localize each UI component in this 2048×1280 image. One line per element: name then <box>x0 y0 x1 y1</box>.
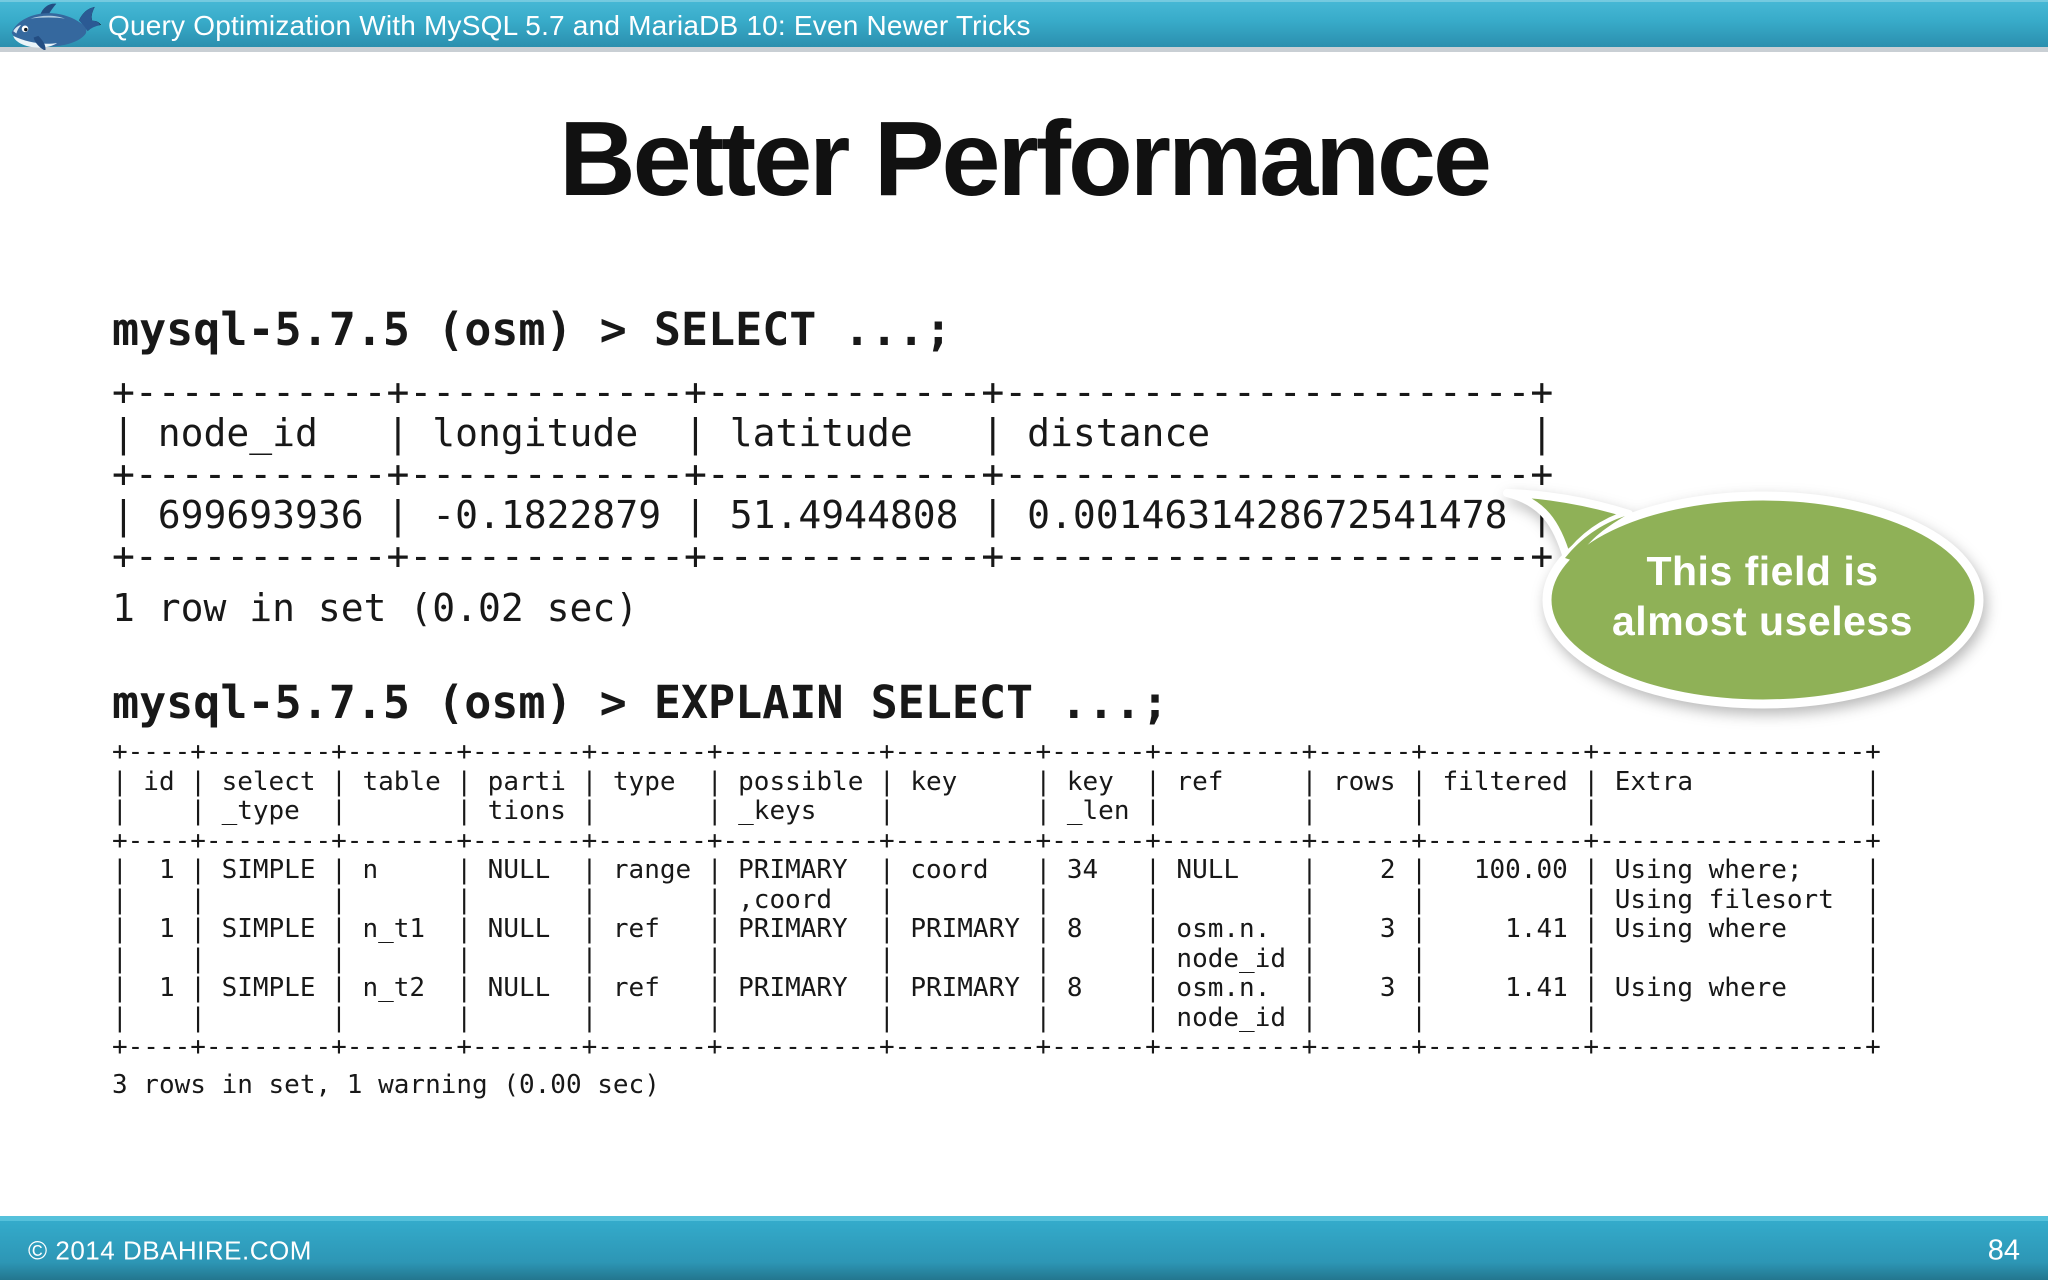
callout-bubble: This field is almost useless <box>1485 458 2030 728</box>
callout-line2: almost useless <box>1612 598 1913 644</box>
bottom-bar: © 2014 DBAHIRE.COM 84 <box>0 1216 2048 1280</box>
callout-line1: This field is <box>1646 548 1879 594</box>
dolphin-logo-icon <box>11 3 101 50</box>
presentation-title: Query Optimization With MySQL 5.7 and Ma… <box>108 10 1031 41</box>
slide-heading: Better Performance <box>559 100 1492 218</box>
query1-result-table: +-----------+------------+------------+-… <box>112 370 1554 578</box>
query2-status: 3 rows in set, 1 warning (0.00 sec) <box>112 1070 660 1100</box>
speech-bubble-icon <box>1503 489 1984 709</box>
copyright-text: © 2014 DBAHIRE.COM <box>28 1235 312 1265</box>
query1-prompt: mysql-5.7.5 (osm) > SELECT ...; <box>112 303 952 356</box>
top-bar: Query Optimization With MySQL 5.7 and Ma… <box>0 0 2048 52</box>
query2-prompt: mysql-5.7.5 (osm) > EXPLAIN SELECT ...; <box>112 676 1169 729</box>
page-number: 84 <box>1987 1234 2020 1266</box>
callout-text: This field is almost useless <box>1545 546 1980 646</box>
query2-explain-table: +----+--------+-------+-------+-------+-… <box>112 737 1881 1062</box>
query1-status: 1 row in set (0.02 sec) <box>112 586 639 630</box>
